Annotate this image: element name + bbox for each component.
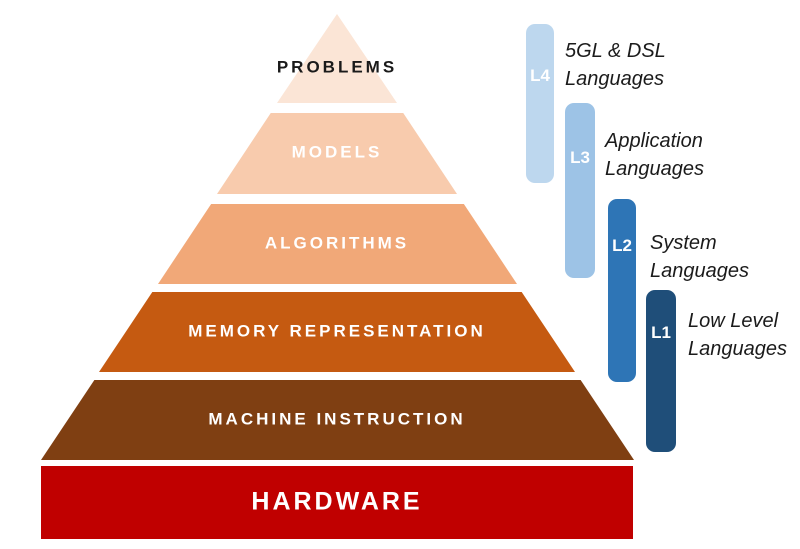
pyramid-label-problems: PROBLEMS bbox=[276, 57, 398, 77]
annotation-l1-line1: Low Level bbox=[688, 310, 779, 332]
level-bar-l2: L2 bbox=[608, 199, 636, 382]
level-badge-l2: L2 bbox=[612, 236, 632, 255]
level-badge-l1: L1 bbox=[651, 323, 671, 342]
annotation-l2-line2: Languages bbox=[650, 260, 749, 282]
pyramid-layer-memory-shape bbox=[99, 292, 575, 372]
annotation-l2-line1: System bbox=[650, 232, 717, 254]
level-bar-l3: L3 bbox=[565, 103, 595, 278]
level-bar-l4: L4 bbox=[526, 24, 554, 183]
pyramid-label-algorithms: ALGORITHMS bbox=[264, 233, 410, 253]
pyramid-layer-algorithms-shape bbox=[158, 204, 517, 284]
annotation-l3-line2: Languages bbox=[605, 158, 704, 180]
pyramid-layer-hardware-shape bbox=[41, 466, 633, 539]
level-badge-l3: L3 bbox=[570, 148, 590, 167]
annotation-l4-line1: 5GL & DSL bbox=[565, 40, 666, 62]
annotation-l3-languages: Application Languages bbox=[605, 127, 704, 183]
pyramid-layer-machine-shape bbox=[41, 380, 634, 460]
level-badge-l4: L4 bbox=[530, 66, 550, 85]
annotation-l1-line2: Languages bbox=[688, 338, 787, 360]
annotation-l1-languages: Low Level Languages bbox=[688, 307, 787, 363]
pyramid-label-models: MODELS bbox=[291, 142, 383, 162]
level-bar-l1: L1 bbox=[646, 290, 676, 452]
pyramid-label-memory-representation: MEMORY REPRESENTATION bbox=[188, 321, 486, 341]
annotation-l3-line1: Application bbox=[605, 130, 703, 152]
annotation-l4-line2: Languages bbox=[565, 68, 664, 90]
pyramid-label-machine-instruction: MACHINE INSTRUCTION bbox=[208, 409, 466, 429]
pyramid-label-hardware: HARDWARE bbox=[251, 487, 423, 516]
annotation-l4-languages: 5GL & DSL Languages bbox=[565, 37, 666, 93]
annotation-l2-languages: System Languages bbox=[650, 229, 749, 285]
